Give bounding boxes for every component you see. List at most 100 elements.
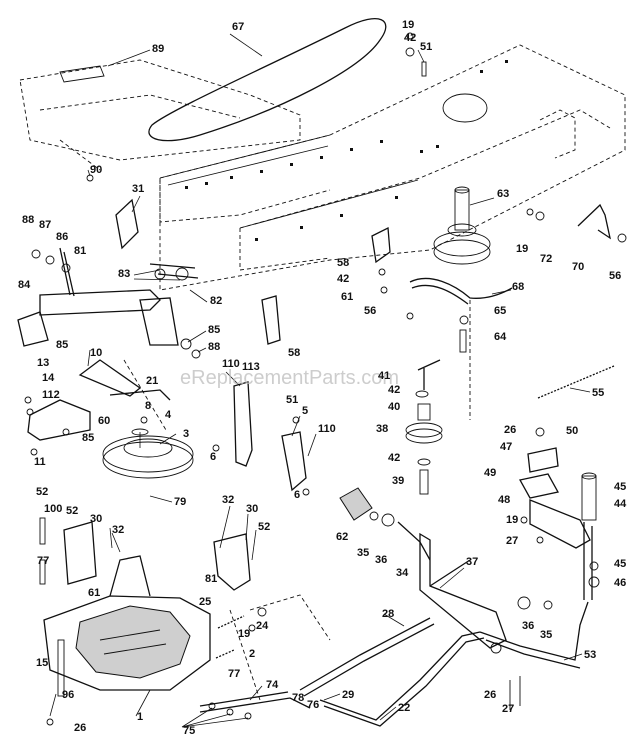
callout-c61b: 61 xyxy=(88,587,100,599)
callout-c39: 39 xyxy=(392,475,404,487)
spring-25 xyxy=(217,615,245,629)
callout-c110b: 110 xyxy=(318,423,336,435)
callout-c53: 53 xyxy=(584,649,596,661)
callout-c21: 21 xyxy=(146,375,158,387)
callout-c30b: 30 xyxy=(246,503,258,515)
callout-c42b: 42 xyxy=(337,273,349,285)
callout-c41: 41 xyxy=(378,370,390,382)
callout-c77b: 77 xyxy=(228,668,240,680)
callout-c50: 50 xyxy=(566,425,578,437)
callout-c83: 83 xyxy=(118,268,130,280)
callout-c26b: 26 xyxy=(484,689,496,701)
callout-c44: 44 xyxy=(614,498,627,510)
callout-c27a: 27 xyxy=(506,535,518,547)
pedal-shaft xyxy=(17,247,199,347)
callout-c11: 11 xyxy=(34,456,46,468)
callout-c65a: 65 xyxy=(494,305,506,317)
callout-c48: 48 xyxy=(498,494,510,506)
callout-c45b: 45 xyxy=(614,558,626,570)
callout-c3: 3 xyxy=(183,428,189,440)
callout-c15: 15 xyxy=(36,657,48,669)
callout-c51a: 51 xyxy=(420,41,432,53)
callout-c75: 75 xyxy=(183,725,195,737)
callout-c61a: 61 xyxy=(341,291,353,303)
bracket-30-left xyxy=(63,521,97,585)
callout-c42c: 42 xyxy=(388,384,400,396)
callout-c70: 70 xyxy=(572,261,584,273)
bracket-113 xyxy=(233,381,253,467)
callout-c89: 89 xyxy=(152,43,164,55)
callout-c64: 64 xyxy=(494,331,507,343)
callout-c26c: 26 xyxy=(74,722,86,734)
callout-c38: 38 xyxy=(376,423,388,435)
callout-c90: 90 xyxy=(90,164,102,176)
callout-c96: 96 xyxy=(62,689,74,701)
callout-c85a: 85 xyxy=(208,324,220,336)
spring-rod-70 xyxy=(577,203,611,240)
callout-c10: 10 xyxy=(90,347,102,359)
callout-c13: 13 xyxy=(37,357,49,369)
bracket-5 xyxy=(281,431,307,492)
callout-c68: 68 xyxy=(512,281,524,293)
transaxle xyxy=(43,555,211,697)
callout-c34: 34 xyxy=(396,567,409,579)
brake-rod xyxy=(199,691,311,720)
idler-pulley-stack xyxy=(405,359,443,495)
callout-c81b: 81 xyxy=(205,573,217,585)
callout-c31: 31 xyxy=(132,183,144,195)
guide-lines xyxy=(123,300,471,701)
callout-c87: 87 xyxy=(39,219,51,231)
callout-c25: 25 xyxy=(199,596,211,608)
callout-c19a: 19 xyxy=(402,19,414,31)
callout-c55: 55 xyxy=(592,387,604,399)
leader-lines xyxy=(49,33,591,728)
callout-c79: 79 xyxy=(174,496,186,508)
shift-linkage xyxy=(299,532,589,727)
callout-c81: 81 xyxy=(74,245,86,257)
bracket-58-lower xyxy=(261,295,281,345)
callout-c56a: 56 xyxy=(609,270,621,282)
callout-c28: 28 xyxy=(382,608,394,620)
callout-c35b: 35 xyxy=(540,629,552,641)
callout-c47: 47 xyxy=(500,441,512,453)
callout-c2: 2 xyxy=(249,648,255,660)
callout-c88b: 88 xyxy=(208,341,220,353)
callout-c52a: 52 xyxy=(36,486,48,498)
callout-c82: 82 xyxy=(210,295,222,307)
callout-c67: 67 xyxy=(232,21,244,33)
callout-c77a: 77 xyxy=(37,555,49,567)
callout-c62: 62 xyxy=(336,531,348,543)
callout-c37: 37 xyxy=(466,556,478,568)
callout-c8: 8 xyxy=(145,400,151,412)
callout-c32b: 32 xyxy=(112,524,124,536)
callout-c49: 49 xyxy=(484,467,496,479)
callout-c100: 100 xyxy=(44,503,62,515)
callout-c30a: 30 xyxy=(90,513,102,525)
linkage-10 xyxy=(78,359,171,401)
callout-c42a: 42 xyxy=(404,32,416,44)
pulley-63 xyxy=(433,186,491,265)
bracket-60 xyxy=(27,399,91,441)
bracket-30-center xyxy=(213,533,251,591)
callout-c22: 22 xyxy=(398,702,410,714)
spring-2 xyxy=(215,649,235,659)
callout-c5: 5 xyxy=(302,405,308,417)
callout-c19c: 19 xyxy=(506,514,518,526)
callout-c40: 40 xyxy=(388,401,400,413)
callout-c112: 112 xyxy=(42,389,60,401)
callout-c6a: 6 xyxy=(210,451,216,463)
callout-c58b: 58 xyxy=(288,347,300,359)
callout-c24: 24 xyxy=(256,620,269,632)
callout-c19d: 19 xyxy=(238,628,250,640)
callout-c32a: 32 xyxy=(222,494,234,506)
callout-c6b: 6 xyxy=(294,489,300,501)
transmission-pulley xyxy=(102,428,194,479)
callout-c1: 1 xyxy=(137,711,143,723)
chassis-frame xyxy=(159,44,626,291)
callout-c26a: 26 xyxy=(504,424,516,436)
bracket-58-upper xyxy=(371,226,391,264)
callout-c42d: 42 xyxy=(388,452,400,464)
callout-c35a: 35 xyxy=(357,547,369,559)
